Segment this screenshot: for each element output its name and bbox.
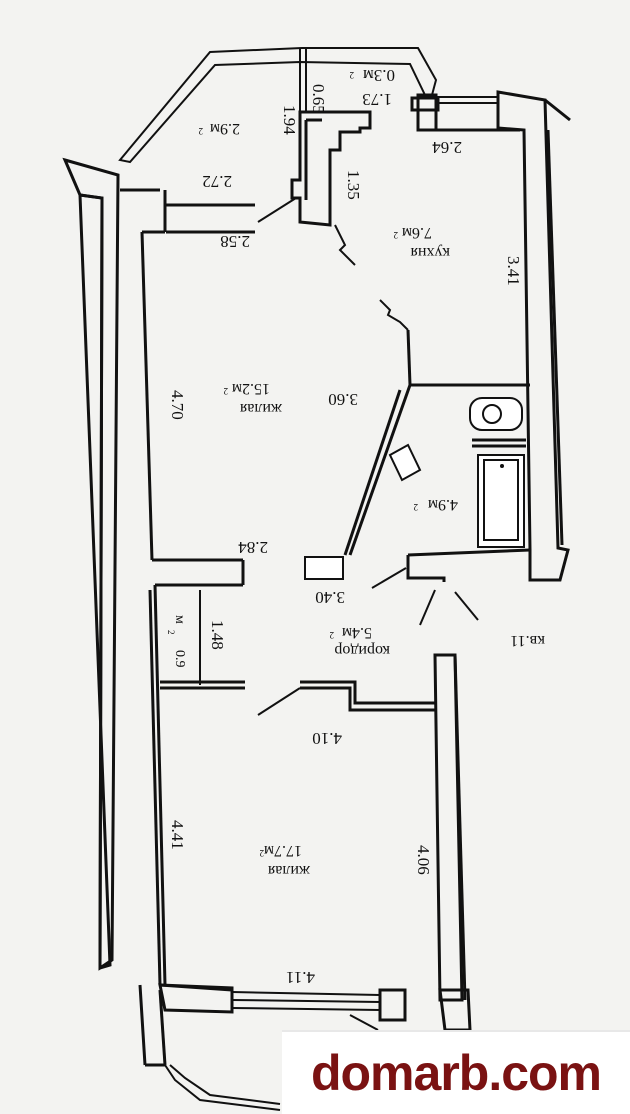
dim-0-65: 0.65 — [309, 84, 328, 114]
dimension-labels: 0.65 0.3м 2 1.73 1.94 2.64 1.35 2.72 2.5… — [168, 66, 523, 987]
bath-area: 4.9м — [428, 496, 458, 513]
dim-4-06: 4.06 — [414, 845, 433, 875]
watermark-banner: domarb.com — [282, 1030, 630, 1114]
kitchen-area: 7.6м — [402, 224, 432, 241]
dim-3-41: 3.41 — [504, 256, 523, 286]
dim-4-10: 4.10 — [312, 729, 342, 748]
inner-walls — [166, 110, 531, 626]
living2-name: жилая — [267, 862, 311, 879]
closet-area: 0.9 — [172, 650, 187, 668]
dim-3-60: 3.60 — [328, 390, 358, 409]
dim-0-3: 0.3м — [363, 66, 395, 85]
corridor-area: 5.4м — [342, 624, 372, 641]
bath-area-sup: 2 — [414, 502, 419, 512]
dim-1-94: 1.94 — [280, 105, 299, 135]
balcony-area: 2.9м — [210, 120, 240, 137]
closet-unit: м — [172, 615, 187, 624]
dim-4-41: 4.41 — [168, 820, 187, 850]
dim-1-48: 1.48 — [208, 620, 227, 650]
kitchen-name: кухня — [410, 244, 450, 261]
living1-area-sup: 2 — [224, 386, 229, 396]
right-walls — [410, 90, 571, 582]
living1-area: 15.2м — [232, 380, 270, 397]
room-labels: 2.9м 2 кухня 7.6м 2 жилая 15.2м 2 4.9м 2… — [166, 120, 545, 879]
bottom-walls — [158, 983, 472, 1111]
dim-1-73: 1.73 — [362, 90, 392, 109]
dim-4-70: 4.70 — [168, 390, 187, 420]
watermark-text: domarb.com — [310, 1045, 602, 1101]
dim-3-40: 3.40 — [315, 588, 345, 607]
dim-1-35: 1.35 — [344, 170, 363, 200]
dim-2-58: 2.58 — [220, 232, 250, 251]
living2-area: 17.7м — [264, 842, 302, 859]
corridor-name: коридор — [334, 642, 390, 659]
dim-2-72: 2.72 — [202, 172, 232, 191]
bath-fixtures — [388, 397, 526, 548]
outer-walls — [62, 157, 245, 1067]
flat-label: кв.11 — [510, 632, 545, 649]
living1-name: жилая — [239, 400, 283, 417]
dim-0-3-sup: 2 — [350, 70, 355, 80]
kitchen-area-sup: 2 — [394, 230, 399, 240]
corridor-area-sup: 2 — [330, 630, 335, 640]
closet-unit-sup: 2 — [166, 630, 176, 635]
dim-2-64: 2.64 — [432, 138, 462, 157]
dim-2-84: 2.84 — [238, 538, 268, 557]
balcony-area-sup: 2 — [199, 126, 204, 136]
corridor-walls — [160, 590, 467, 1002]
living2-area-sup: 2 — [260, 848, 265, 858]
dim-4-11: 4.11 — [286, 968, 315, 987]
